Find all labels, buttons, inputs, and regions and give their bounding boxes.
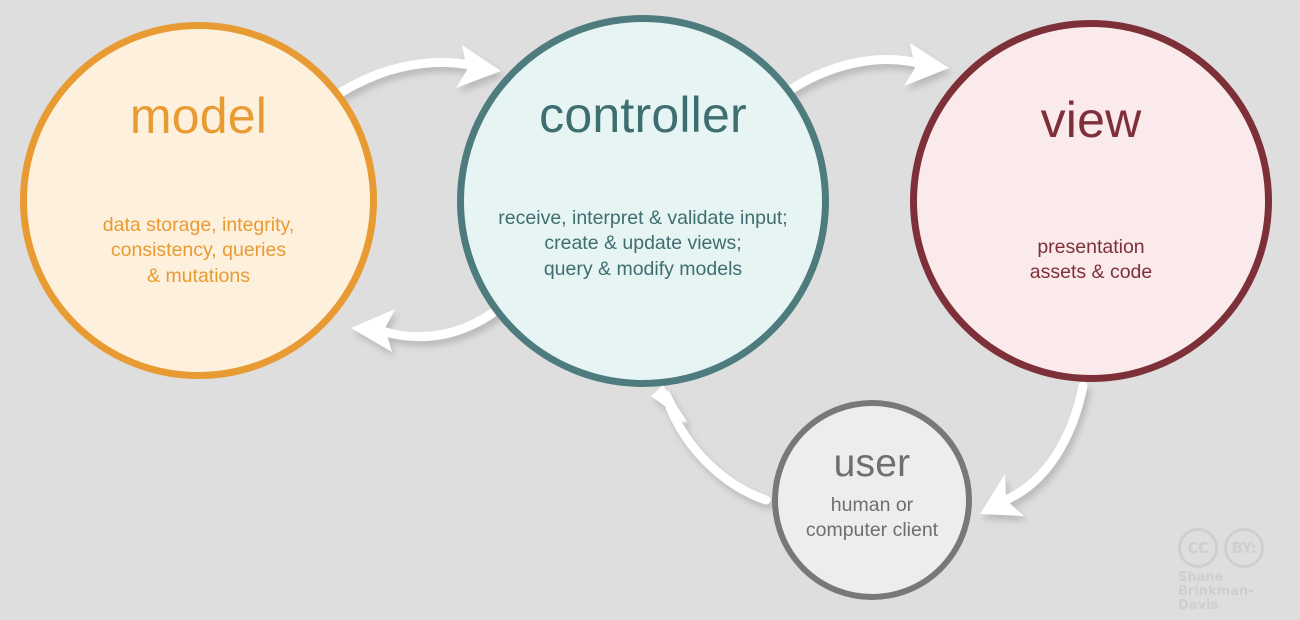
node-controller-title: controller (539, 87, 747, 143)
node-model-body: data storage, integrity, consistency, qu… (102, 214, 295, 287)
arrow-controller-to-view (785, 43, 949, 95)
node-view-body: presentation assets & code (1029, 236, 1153, 284)
node-view[interactable]: view presentation assets & code (910, 20, 1272, 382)
creative-commons-badge[interactable]: CC BY: Shane Brinkman-Davis (1178, 528, 1290, 613)
arrow-model-to-controller (335, 45, 501, 98)
arrow-controller-to-model (351, 304, 503, 352)
node-user-title: user (833, 442, 911, 485)
node-view-title: view (1040, 92, 1142, 148)
node-controller-body: receive, interpret & validate input; cre… (498, 207, 788, 280)
arrow-view-to-user (980, 381, 1088, 516)
cc-icon: CC (1178, 528, 1218, 568)
node-user-body: human or computer client (805, 494, 939, 542)
arrow-user-to-controller (649, 385, 771, 505)
cc-marks: CC BY: (1178, 528, 1290, 568)
node-controller[interactable]: controller receive, interpret & validate… (457, 15, 829, 387)
node-user[interactable]: user human or computer client (772, 400, 972, 600)
node-model[interactable]: model data storage, integrity, consisten… (20, 22, 377, 379)
cc-by-icon: BY: (1224, 528, 1264, 568)
node-model-title: model (129, 88, 268, 144)
author-attribution: Shane Brinkman-Davis (1178, 570, 1254, 614)
